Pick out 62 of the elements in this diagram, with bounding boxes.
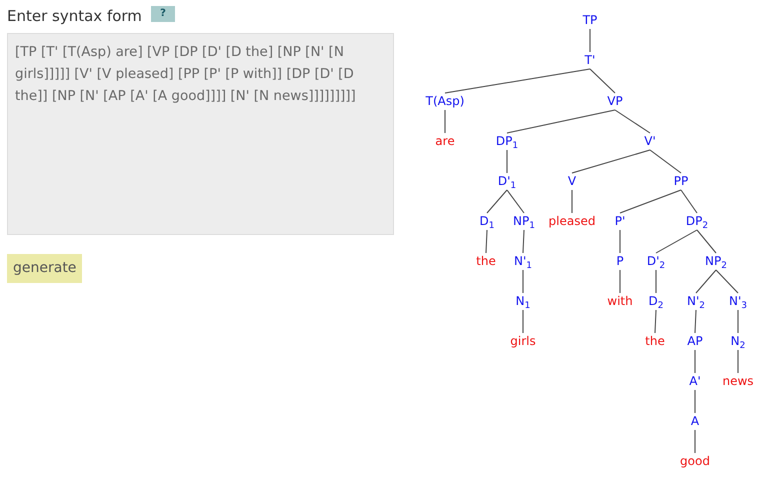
category-label: NP$_{2}$ bbox=[705, 254, 727, 268]
tree-branch bbox=[614, 110, 650, 134]
tree-branch bbox=[444, 110, 446, 134]
tree-branch bbox=[522, 270, 524, 294]
tree-branch bbox=[650, 150, 682, 174]
word-label: are bbox=[435, 134, 455, 148]
tree-branch bbox=[696, 230, 716, 254]
tree-branch bbox=[590, 68, 616, 94]
category-label: PP bbox=[674, 174, 688, 188]
tree-branch bbox=[506, 150, 508, 174]
category-label: A' bbox=[689, 374, 701, 388]
word-label: pleased bbox=[548, 214, 596, 228]
tree-branch bbox=[506, 190, 524, 214]
category-label: D'$_{1}$ bbox=[498, 174, 516, 188]
word-label: news bbox=[722, 374, 754, 388]
category-label: D$_{1}$ bbox=[480, 214, 494, 228]
word-label: the bbox=[476, 254, 496, 268]
form-heading: Enter syntax form bbox=[7, 7, 142, 25]
tree-branch bbox=[572, 150, 650, 174]
category-label: NP$_{1}$ bbox=[513, 214, 535, 228]
tree-branch bbox=[694, 310, 696, 334]
word-label: girls bbox=[510, 334, 536, 348]
category-label: A bbox=[690, 414, 700, 428]
category-label: DP$_{2}$ bbox=[686, 214, 708, 228]
category-label: AP bbox=[687, 334, 703, 348]
category-label: VP bbox=[607, 94, 623, 108]
tree-branch bbox=[656, 230, 698, 254]
category-label: TP bbox=[582, 13, 598, 27]
category-label: V bbox=[568, 174, 576, 188]
tree-branch bbox=[506, 110, 616, 134]
word-label: with bbox=[607, 294, 633, 308]
help-button: ? bbox=[151, 6, 175, 22]
tree-branch bbox=[694, 430, 696, 454]
word-label: the bbox=[645, 334, 665, 348]
generate-button: generate bbox=[7, 254, 82, 283]
word-label: good bbox=[680, 454, 710, 468]
category-label: T' bbox=[584, 53, 596, 67]
tree-branch bbox=[444, 68, 590, 94]
tree-branch bbox=[694, 390, 696, 414]
tree-branch bbox=[522, 230, 524, 254]
category-label: P bbox=[616, 254, 624, 268]
category-label: T(Asp) bbox=[426, 94, 464, 108]
category-label: N'$_{3}$ bbox=[729, 294, 747, 308]
category-label: DP$_{1}$ bbox=[496, 134, 518, 148]
tree-branch bbox=[486, 190, 508, 214]
tree-branch bbox=[680, 190, 698, 214]
tree-branch bbox=[654, 310, 656, 334]
tree-branch bbox=[620, 190, 682, 214]
tree-branch bbox=[694, 350, 696, 374]
category-label: D$_{2}$ bbox=[648, 294, 664, 308]
category-label: P' bbox=[614, 214, 626, 228]
syntax-text-field: [TP [T' [T(Asp) are] [VP [DP [D' [D the] [NP [N' [N girls]]]]] [V' [V pleased] [PP [P' [P with]] [DP [D' [D the]] [NP [N' [AP [A' [A good]]]] [N' [N news]]]]]]]]] bbox=[7, 33, 394, 235]
category-label: D'$_{2}$ bbox=[646, 254, 666, 268]
category-label: N$_{1}$ bbox=[516, 294, 530, 308]
category-label: N$_{2}$ bbox=[730, 334, 746, 348]
tree-branch bbox=[486, 230, 488, 254]
category-label: V' bbox=[644, 134, 656, 148]
tree-branch bbox=[696, 270, 716, 294]
tree-branch bbox=[522, 310, 524, 334]
tree-branch bbox=[716, 270, 738, 294]
category-label: N'$_{2}$ bbox=[687, 294, 705, 308]
category-label: N'$_{1}$ bbox=[514, 254, 532, 268]
